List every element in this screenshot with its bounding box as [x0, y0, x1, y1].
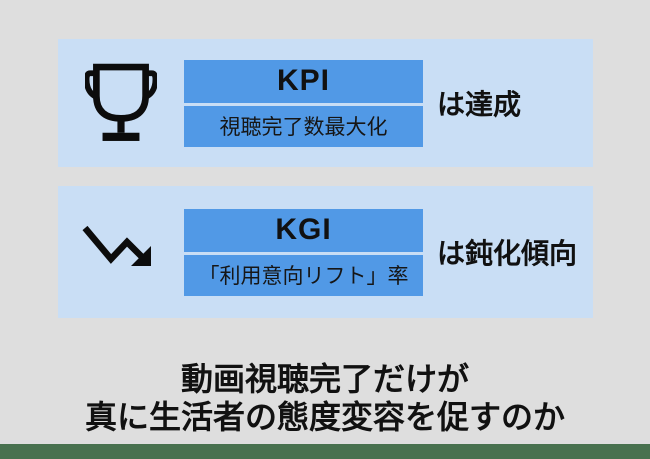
kgi-metric-label: KGI — [275, 213, 332, 246]
kpi-metric-label: KPI — [276, 64, 330, 97]
trending-down-icon — [58, 222, 184, 282]
kpi-metric-box: KPI — [184, 59, 423, 103]
kpi-description-box: 視聴完了数最大化 — [184, 105, 423, 147]
kpi-boxes: KPI 視聴完了数最大化 — [184, 59, 423, 147]
kpi-status-label: は達成 — [437, 89, 522, 120]
kgi-metric-box: KGI — [184, 208, 423, 252]
footer-accent-bar — [0, 444, 650, 459]
kpi-description-label: 視聴完了数最大化 — [219, 116, 388, 139]
kgi-boxes: KGI 「利用意向リフト」率 — [184, 208, 423, 296]
kgi-description-label: 「利用意向リフト」率 — [198, 265, 409, 288]
headline: 動画視聴完了だけが 真に生活者の態度変容を促すのか — [0, 360, 650, 436]
trophy-icon — [58, 63, 184, 143]
kgi-panel: KGI 「利用意向リフト」率 は鈍化傾向 — [58, 186, 593, 318]
headline-line-1: 動画視聴完了だけが — [180, 361, 469, 397]
kgi-description-box: 「利用意向リフト」率 — [184, 254, 423, 296]
kpi-panel: KPI 視聴完了数最大化 は達成 — [58, 39, 593, 167]
headline-line-2: 真に生活者の態度変容を促すのか — [84, 399, 565, 435]
kgi-status-label: は鈍化傾向 — [437, 238, 578, 269]
